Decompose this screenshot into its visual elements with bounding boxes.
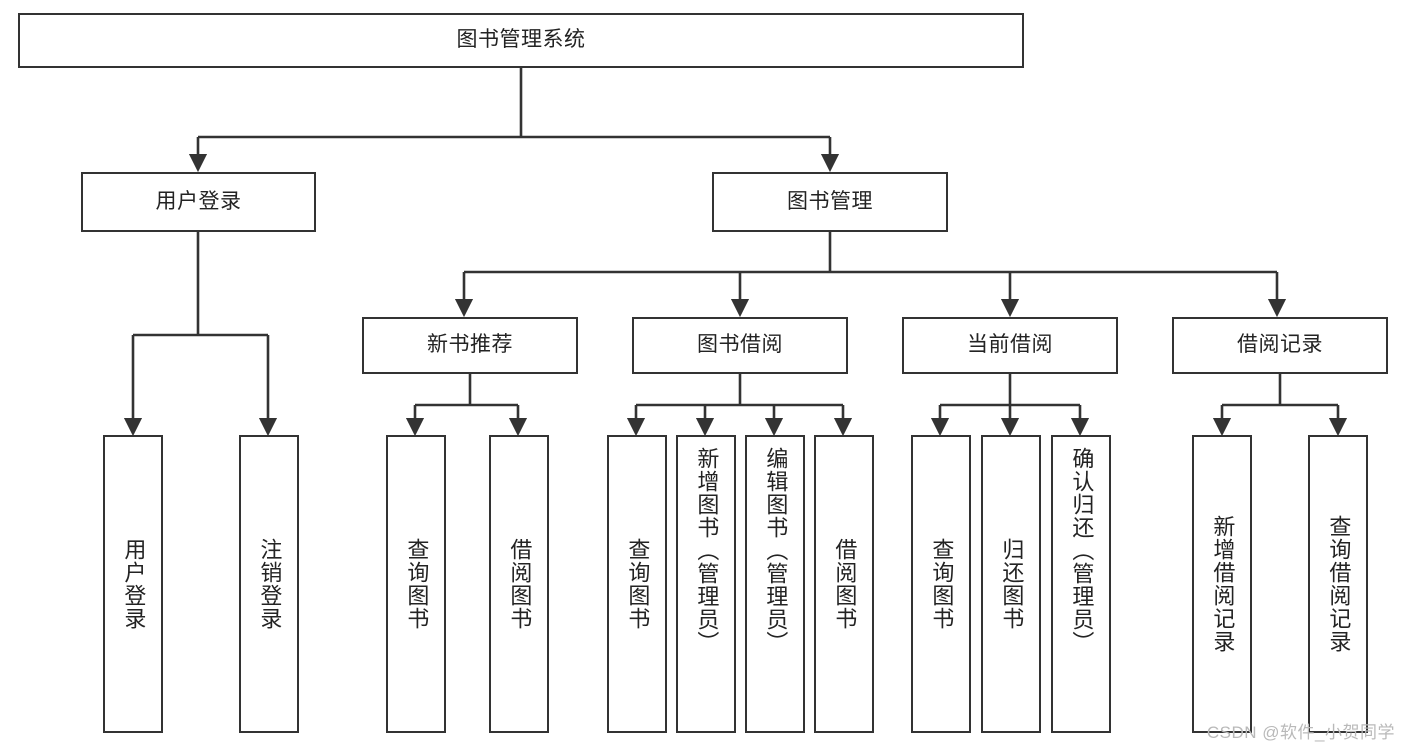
node-leaf-user-login-label: 用户登录 [121, 538, 147, 630]
node-book-manage[interactable]: 图书管理 [712, 172, 948, 232]
node-root-label: 图书管理系统 [456, 28, 586, 52]
node-leaf-borrow-book-1-label: 借阅图书 [507, 538, 533, 630]
node-leaf-query-book-2-label: 查询图书 [625, 538, 651, 630]
node-leaf-query-record-label: 查询借阅记录 [1326, 515, 1352, 653]
node-root[interactable]: 图书管理系统 [18, 13, 1024, 68]
node-leaf-user-login[interactable]: 用户登录 [103, 435, 163, 733]
node-book-borrow-label: 图书借阅 [697, 333, 783, 357]
node-leaf-query-book-3[interactable]: 查询图书 [911, 435, 971, 733]
node-leaf-add-book-label: 新增图书（管理员） [694, 447, 720, 654]
node-leaf-query-book-1-label: 查询图书 [404, 538, 430, 630]
node-new-book-rec[interactable]: 新书推荐 [362, 317, 578, 374]
node-leaf-logout[interactable]: 注销登录 [239, 435, 299, 733]
node-leaf-query-book-1[interactable]: 查询图书 [386, 435, 446, 733]
node-book-borrow[interactable]: 图书借阅 [632, 317, 848, 374]
node-user-login-label: 用户登录 [155, 189, 242, 213]
node-current-borrow[interactable]: 当前借阅 [902, 317, 1118, 374]
node-book-manage-label: 图书管理 [787, 189, 873, 213]
node-leaf-borrow-book-1[interactable]: 借阅图书 [489, 435, 549, 733]
node-leaf-add-record[interactable]: 新增借阅记录 [1192, 435, 1252, 733]
node-leaf-confirm-return[interactable]: 确认归还（管理员） [1051, 435, 1111, 733]
node-user-login[interactable]: 用户登录 [81, 172, 316, 232]
node-leaf-query-book-2[interactable]: 查询图书 [607, 435, 667, 733]
node-leaf-borrow-book-2[interactable]: 借阅图书 [814, 435, 874, 733]
node-borrow-record[interactable]: 借阅记录 [1172, 317, 1388, 374]
node-leaf-add-record-label: 新增借阅记录 [1210, 515, 1236, 653]
node-leaf-borrow-book-2-label: 借阅图书 [832, 538, 858, 630]
node-leaf-edit-book[interactable]: 编辑图书（管理员） [745, 435, 805, 733]
node-leaf-return-book-label: 归还图书 [999, 538, 1025, 630]
node-leaf-logout-label: 注销登录 [257, 538, 283, 630]
node-leaf-query-book-3-label: 查询图书 [929, 538, 955, 630]
node-leaf-query-record[interactable]: 查询借阅记录 [1308, 435, 1368, 733]
node-leaf-edit-book-label: 编辑图书（管理员） [763, 447, 789, 654]
csdn-watermark: CSDN @软件_小贺同学 [1206, 723, 1395, 742]
node-leaf-confirm-return-label: 确认归还（管理员） [1069, 447, 1095, 654]
node-leaf-return-book[interactable]: 归还图书 [981, 435, 1041, 733]
node-leaf-add-book[interactable]: 新增图书（管理员） [676, 435, 736, 733]
node-borrow-record-label: 借阅记录 [1237, 333, 1323, 357]
node-current-borrow-label: 当前借阅 [967, 333, 1053, 357]
node-new-book-rec-label: 新书推荐 [427, 333, 513, 357]
